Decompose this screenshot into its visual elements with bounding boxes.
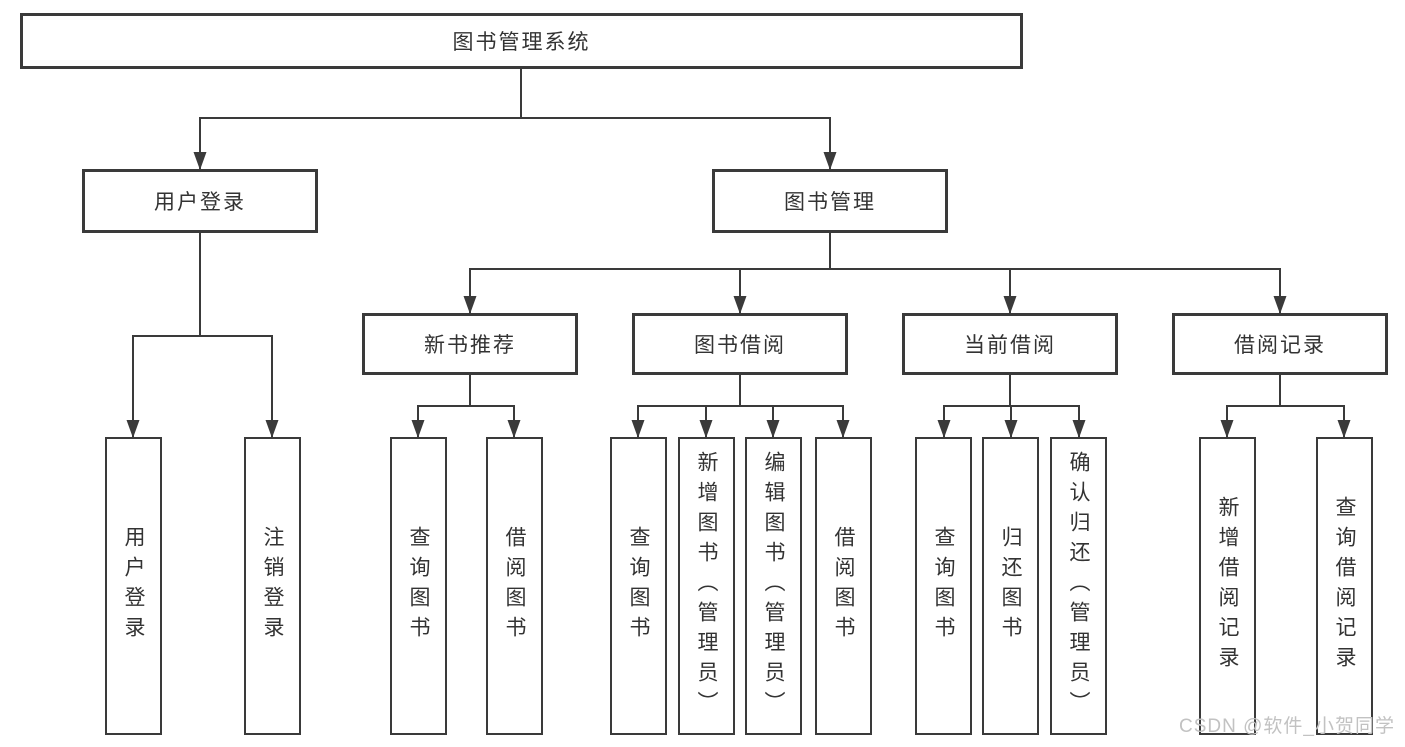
connector-book-borrow bbox=[631, 375, 850, 438]
leaf-query-books-borrow: 查询图书 bbox=[610, 437, 667, 735]
node-label: 当前借阅 bbox=[964, 334, 1056, 357]
leaf-edit-book-admin: 编辑图书（管理员） bbox=[745, 437, 802, 735]
leaf-query-books-recommend: 查询图书 bbox=[390, 437, 447, 735]
node-current-borrow: 当前借阅 bbox=[902, 313, 1118, 375]
leaf-label: 确认归还（管理员） bbox=[1067, 451, 1091, 721]
leaf-label: 用户登录 bbox=[122, 526, 146, 646]
connector-borrow-records bbox=[1220, 375, 1351, 438]
leaf-borrow-books-recommend: 借阅图书 bbox=[486, 437, 543, 735]
connector-root bbox=[193, 69, 837, 170]
leaf-label: 借阅图书 bbox=[832, 526, 856, 646]
node-library-management-system: 图书管理系统 bbox=[20, 13, 1023, 69]
leaf-label: 归还图书 bbox=[999, 526, 1023, 646]
leaf-return-book: 归还图书 bbox=[982, 437, 1039, 735]
node-label: 借阅记录 bbox=[1234, 334, 1326, 357]
leaf-label: 查询图书 bbox=[627, 526, 651, 646]
connector-new-book-recommend bbox=[411, 375, 521, 438]
leaf-label: 新增图书（管理员） bbox=[695, 451, 719, 721]
leaf-user-login: 用户登录 bbox=[105, 437, 162, 735]
leaf-query-books-current: 查询图书 bbox=[915, 437, 972, 735]
leaf-label: 新增借阅记录 bbox=[1216, 496, 1240, 676]
node-book-borrow: 图书借阅 bbox=[632, 313, 848, 375]
node-label: 新书推荐 bbox=[424, 334, 516, 357]
connector-current-borrow bbox=[937, 375, 1086, 438]
leaf-confirm-return-admin: 确认归还（管理员） bbox=[1050, 437, 1107, 735]
node-label: 图书管理 bbox=[784, 191, 876, 214]
leaf-borrow-books: 借阅图书 bbox=[815, 437, 872, 735]
node-new-book-recommend: 新书推荐 bbox=[362, 313, 578, 375]
node-label: 图书管理系统 bbox=[452, 31, 591, 54]
leaf-label: 编辑图书（管理员） bbox=[762, 451, 786, 721]
connector-user-login bbox=[126, 233, 279, 438]
node-label: 图书借阅 bbox=[694, 334, 786, 357]
leaf-logout: 注销登录 bbox=[244, 437, 301, 735]
leaf-label: 查询图书 bbox=[407, 526, 431, 646]
leaf-label: 注销登录 bbox=[261, 526, 285, 646]
node-user-login: 用户登录 bbox=[82, 169, 318, 233]
node-book-management: 图书管理 bbox=[712, 169, 948, 233]
node-borrow-records: 借阅记录 bbox=[1172, 313, 1388, 375]
leaf-query-borrow-record: 查询借阅记录 bbox=[1316, 437, 1373, 735]
csdn-watermark: CSDN @软件_小贺同学 bbox=[1179, 716, 1395, 737]
leaf-add-borrow-record: 新增借阅记录 bbox=[1199, 437, 1256, 735]
connector-book-management bbox=[463, 233, 1287, 314]
leaf-label: 查询借阅记录 bbox=[1333, 496, 1357, 676]
leaf-add-book-admin: 新增图书（管理员） bbox=[678, 437, 735, 735]
leaf-label: 借阅图书 bbox=[503, 526, 527, 646]
leaf-label: 查询图书 bbox=[932, 526, 956, 646]
node-label: 用户登录 bbox=[154, 191, 246, 214]
